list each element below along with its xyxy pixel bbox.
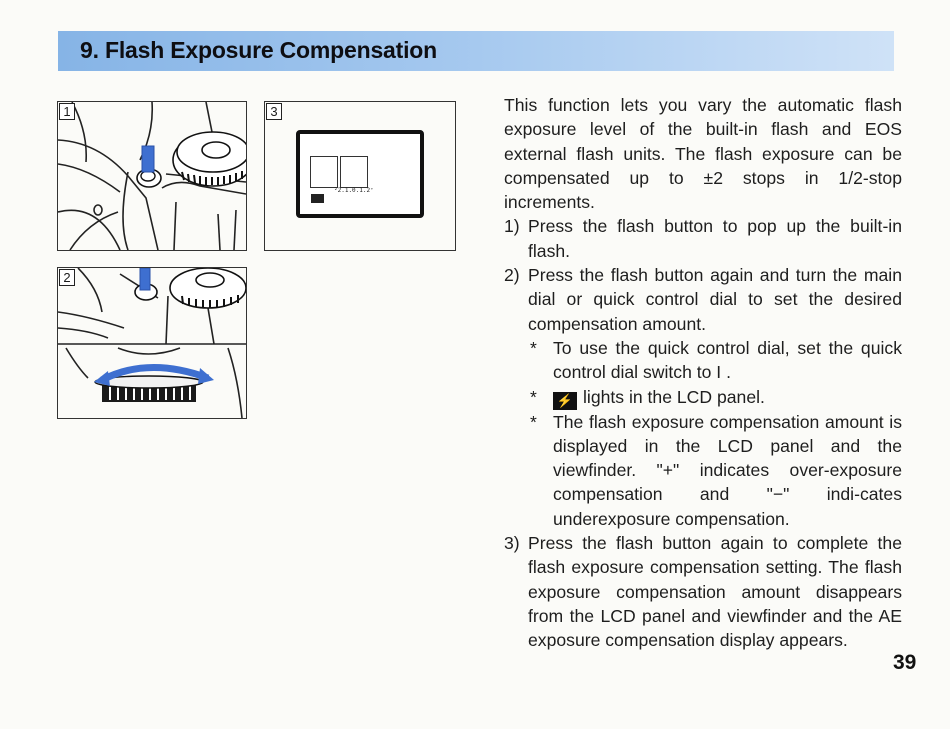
lcd-panel-display: ²2.1.0.1.2⁺ (296, 130, 424, 218)
step-number: 2) (504, 265, 520, 286)
figure-3-lcd-panel: ²2.1.0.1.2⁺ 3 (264, 101, 456, 251)
intro-paragraph: This function lets you vary the automati… (504, 95, 902, 213)
step-text: Press the flash button again and turn th… (528, 265, 902, 334)
step-1: 1) Press the flash button to pop up the … (504, 214, 902, 263)
note-3: * The flash exposure compensation amount… (504, 410, 902, 531)
flash-compensation-icon: ⚡ (553, 391, 577, 410)
section-title-bar: 9. Flash Exposure Compensation (58, 31, 894, 71)
page-number: 39 (893, 651, 917, 674)
step-2: 2) Press the flash button again and turn… (504, 263, 902, 336)
figure-number-2: 2 (59, 269, 75, 286)
note-1: * To use the quick control dial, set the… (504, 336, 902, 385)
figure-1-flash-button: 1 (57, 101, 247, 251)
figure-2-main-dial: 2 (57, 267, 247, 419)
section-title: 9. Flash Exposure Compensation (80, 37, 437, 63)
note-text: lights in the LCD panel. (583, 386, 765, 407)
flash-compensation-icon (311, 194, 324, 203)
step-3: 3) Press the flash button again to compl… (504, 531, 902, 652)
figure-number-1: 1 (59, 103, 75, 120)
step-text: Press the flash button to pop up the bui… (528, 216, 902, 261)
instructions-text: This function lets you vary the automati… (504, 93, 902, 653)
note-asterisk: * (530, 337, 537, 358)
lcd-digit-segment (310, 156, 338, 188)
note-asterisk: * (530, 411, 537, 432)
note-2: * ⚡ lights in the LCD panel. (504, 385, 902, 410)
note-2-body: ⚡ lights in the LCD panel. (553, 385, 902, 410)
note-text: The flash exposure compensation amount i… (553, 411, 902, 529)
step-number: 1) (504, 216, 520, 237)
camera-top-illustration (58, 102, 246, 250)
step-text: Press the flash button again to complete… (528, 533, 902, 651)
note-text: To use the quick control dial, set the q… (553, 337, 902, 383)
exposure-scale: ²2.1.0.1.2⁺ (334, 187, 374, 194)
figure-number-3: 3 (266, 103, 282, 120)
step-number: 3) (504, 533, 520, 554)
lcd-digit-segment (340, 156, 368, 188)
note-asterisk: * (530, 386, 537, 407)
dial-rotation-illustration (58, 268, 246, 418)
